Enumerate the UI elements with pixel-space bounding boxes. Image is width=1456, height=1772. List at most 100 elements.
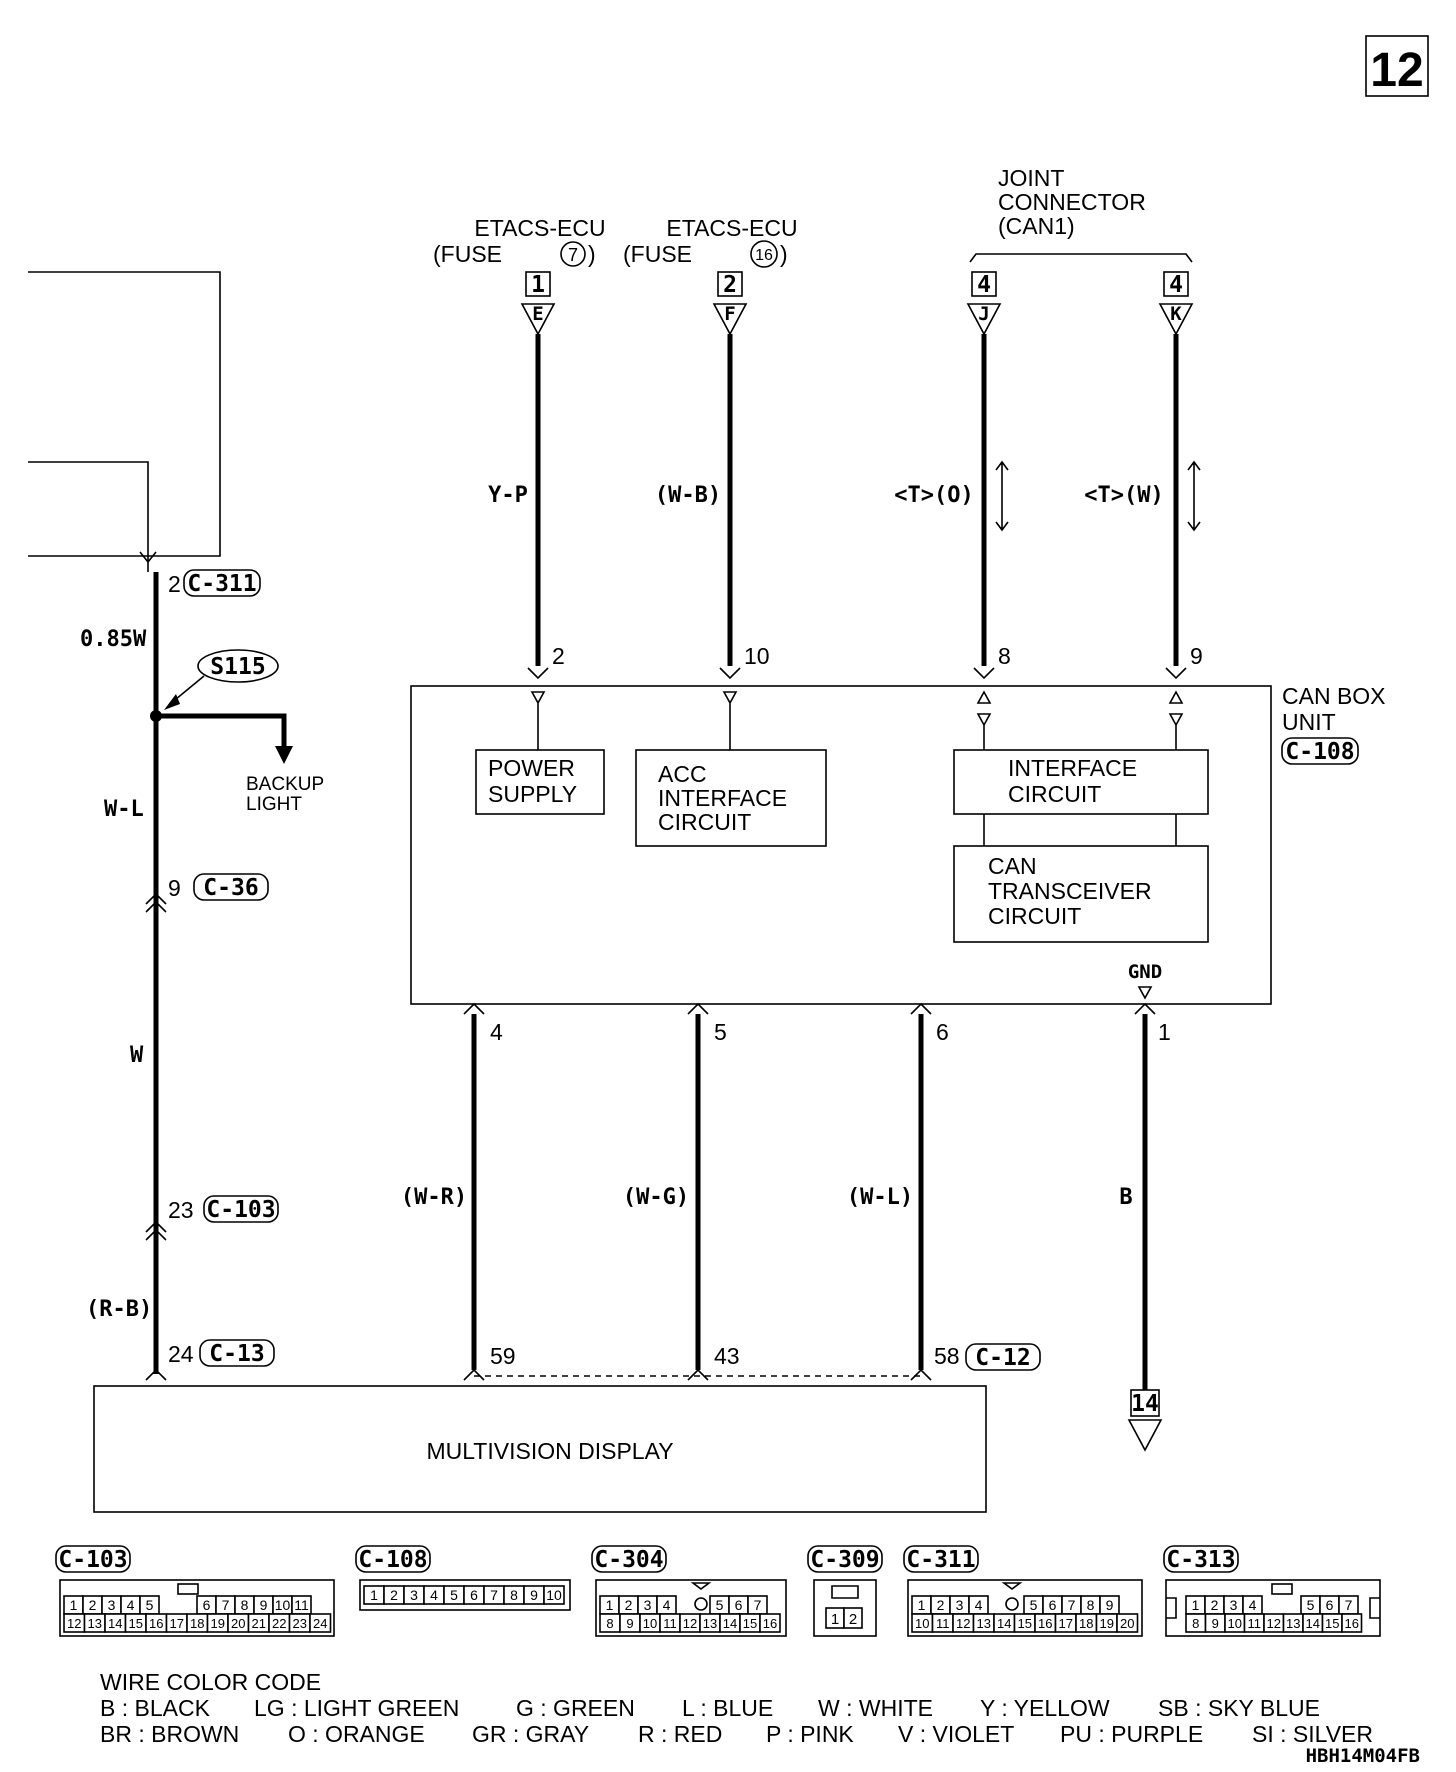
wire-color-code-entry: L : BLUE (682, 1695, 773, 1721)
acc-terminal (722, 691, 738, 750)
can-box-pin-5: 5 (714, 1019, 727, 1045)
power-supply-block (475, 749, 605, 815)
wire-wl-label: W-L (104, 797, 144, 822)
ground-wire: 1 B 14 (1119, 1002, 1171, 1452)
can-transceiver-line3: CIRCUIT (988, 903, 1081, 929)
upstream-loop-line (28, 271, 221, 557)
etacs-fuse7-prefix: (FUSE (433, 241, 502, 267)
acc-interface-block (635, 749, 827, 847)
connector-pin-number: 15 (1018, 1616, 1032, 1631)
backup-light-arrow (275, 746, 293, 764)
output-wire-1: 4 (W-R) 59 (401, 1002, 516, 1381)
connector-pin-number: 13 (88, 1616, 102, 1631)
c103-label: C-103 (206, 1197, 275, 1223)
display-pin-58: 58 (934, 1343, 960, 1369)
connector-pin-number: 10 (275, 1597, 291, 1613)
connector-pin-number: 15 (743, 1616, 757, 1631)
acc-interface-line3: CIRCUIT (658, 809, 751, 835)
c36-connector-symbol (145, 892, 167, 913)
connector-pin-number: 9 (260, 1597, 268, 1613)
connector-pin-number: 9 (530, 1587, 538, 1603)
connector-pin-number: 6 (1326, 1597, 1334, 1613)
connector-pin-number: 5 (1307, 1597, 1315, 1613)
connector-pin-cell (543, 1585, 565, 1605)
connector-pin-number: 5 (146, 1597, 154, 1613)
connector-pin-number: 1 (918, 1597, 926, 1613)
connector-pin-number: 1 (370, 1587, 378, 1603)
upstream-feed-line (28, 461, 149, 556)
connector-pin-number: 2 (89, 1597, 97, 1613)
can-box-connector-label: C-108 (1285, 739, 1354, 765)
wire-backup-light (156, 713, 287, 752)
wire-w-r-label: (W-R) (401, 1185, 467, 1210)
gnd-label: GND (1128, 961, 1162, 983)
connector-pin-number: 10 (643, 1616, 657, 1631)
connector-pin-number: 16 (1345, 1616, 1359, 1631)
wire-w-l-label: (W-L) (847, 1185, 913, 1210)
connector-pin-number: 5 (716, 1597, 724, 1613)
wire-w-label: W (130, 1043, 144, 1068)
can-j-conn-num: 4 (977, 272, 991, 298)
connector-pin-number: 3 (644, 1597, 652, 1613)
connector-pin-number: 18 (190, 1616, 204, 1631)
can-k-internal-terminal (1168, 690, 1184, 750)
connector-pin-number: 11 (663, 1616, 677, 1631)
etacs-fuse7-num: 7 (568, 245, 578, 265)
connector-pin-number: 17 (170, 1616, 184, 1631)
connector-view-c103-name: C-103 (58, 1547, 127, 1573)
connector-pin-number: 8 (241, 1597, 249, 1613)
etacs-fuse16-conn-num: 2 (723, 272, 737, 298)
page-number: 12 (1365, 35, 1429, 97)
connector-pin-number: 4 (127, 1597, 135, 1613)
can-box-pin-2: 2 (552, 643, 565, 669)
connector-pin-number: 20 (231, 1616, 245, 1631)
wire-y-p-label: Y-P (488, 483, 528, 508)
c36-pin: 9 (168, 875, 181, 901)
wire-color-code-entry: GR : GRAY (472, 1721, 589, 1747)
connector-pin-number: 11 (1248, 1616, 1262, 1631)
acc-interface-line1: ACC (658, 761, 707, 787)
wire-color-code-entry: BR : BROWN (100, 1721, 239, 1747)
can-k-bidirectional-icon (1187, 460, 1201, 532)
can-box-pin-10: 10 (744, 643, 770, 669)
connector-pin-number: 7 (1068, 1597, 1076, 1613)
connector-pin-number: 6 (470, 1587, 478, 1603)
can-box-name-2: UNIT (1282, 709, 1336, 735)
c13-pin: 24 (168, 1341, 194, 1367)
backup-light-label-1: BACKUP (246, 774, 324, 795)
etacs-fuse16-num: 16 (755, 247, 773, 264)
c311-connector-symbol (139, 551, 157, 564)
c36-label: C-36 (203, 875, 258, 901)
c103-connector-symbol (145, 1220, 167, 1241)
connector-view-c304-name: C-304 (594, 1547, 663, 1573)
wire-color-code-entry: V : VIOLET (898, 1721, 1014, 1747)
etacs-fuse7-terminal (520, 303, 556, 336)
can-transceiver-line1: CAN (988, 853, 1037, 879)
interface-circuit-line2: CIRCUIT (1008, 781, 1101, 807)
connector-pin-number: 6 (735, 1597, 743, 1613)
wire-can-k-label: <T>(W) (1084, 483, 1163, 508)
can-box-pin-8: 8 (998, 643, 1011, 669)
interface-circuit-block (953, 749, 1209, 815)
connector-pin-number: 14 (1306, 1616, 1320, 1631)
connector-pin-number: 21 (252, 1616, 266, 1631)
can-box-pin-6: 6 (936, 1019, 949, 1045)
c311-label: C-311 (187, 571, 256, 597)
connector-pin-number: 3 (956, 1597, 964, 1613)
can-box-pin-4: 4 (490, 1019, 503, 1045)
can-j-internal-terminal (976, 690, 992, 750)
connector-pin-number: 9 (1106, 1597, 1114, 1613)
diagram-code: HBH14M04FB (1306, 1745, 1420, 1767)
can-transceiver-line2: TRANSCEIVER (988, 878, 1152, 904)
wire-color-code-entry: SB : SKY BLUE (1158, 1695, 1320, 1721)
connector-pin-number: 24 (313, 1616, 327, 1631)
joint-connector-line3: (CAN1) (998, 213, 1075, 239)
